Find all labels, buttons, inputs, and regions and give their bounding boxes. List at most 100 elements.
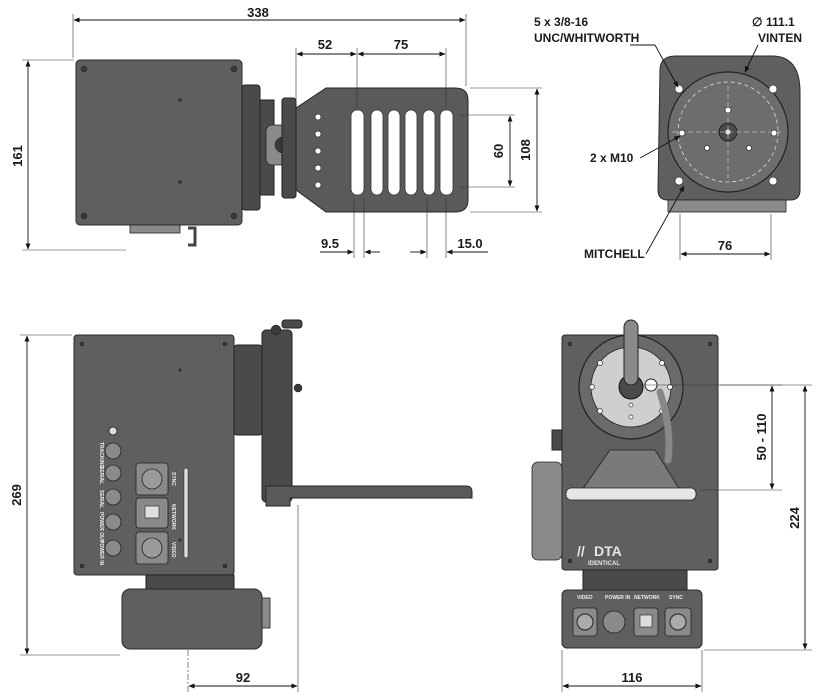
top-view-flange — [241, 84, 261, 211]
dim-338: 338 — [247, 5, 269, 20]
corner-screw — [80, 212, 88, 220]
label-video: VIDEO — [170, 542, 176, 558]
thread-hole — [768, 176, 778, 186]
label-serial: SERIAL — [98, 466, 104, 484]
callout-m10: 2 x M10 — [590, 151, 634, 165]
base-power-in-connector[interactable] — [602, 610, 626, 634]
top-view-dimensions: 338 52 75 161 60 108 9.5 15.0 — [10, 5, 542, 258]
m10-hole — [770, 129, 778, 137]
dim-75: 75 — [394, 37, 408, 52]
side-view-neck — [582, 569, 688, 591]
label-sync: SYNC — [170, 472, 176, 486]
front-view-dimensions: 269 92 — [9, 334, 299, 692]
thread-hole — [724, 106, 732, 114]
power-in-connector[interactable] — [104, 539, 122, 557]
front-view-bracket — [261, 329, 293, 503]
dim-15-0: 15.0 — [457, 236, 482, 251]
flange-view — [657, 55, 801, 213]
side-lever-arm — [623, 319, 639, 386]
label-serial2: SERIAL — [98, 490, 104, 508]
dim-9-5: 9.5 — [321, 236, 339, 251]
corner-screw — [222, 341, 228, 347]
callout-mitchell: MITCHELL — [584, 247, 645, 261]
corner-screw — [222, 563, 228, 569]
side-view-dimensions: 50 - 110 224 116 — [561, 384, 812, 692]
brand-sub: IDENTICAL — [588, 561, 620, 567]
top-view-body — [75, 59, 243, 226]
status-led — [108, 426, 118, 436]
small-screw — [178, 98, 182, 102]
callout-diameter: 111.1 — [766, 15, 795, 29]
front-view-neck — [145, 574, 235, 590]
plate-hole — [314, 164, 322, 172]
corner-screw — [79, 341, 85, 347]
m10-hole — [678, 129, 686, 137]
front-view: TRACKING SERIAL SERIAL POWER OUT POWER I… — [73, 319, 473, 650]
dim-161: 161 — [10, 145, 25, 167]
label-network: NETWORK — [170, 504, 176, 530]
pin-hole — [746, 145, 752, 151]
plate-hole — [314, 113, 322, 121]
side-view: // DTA IDENTICAL VIDEO POWER IN NETWORK … — [531, 319, 719, 649]
plate-bracket — [281, 97, 297, 199]
bottom-connector — [129, 224, 181, 234]
dim-116: 116 — [622, 670, 643, 685]
base-label-video: VIDEO — [577, 595, 593, 601]
plate-slot — [404, 109, 418, 196]
side-plate-edge — [565, 487, 697, 501]
label-tracking: TRACKING — [98, 442, 104, 468]
dim-60: 60 — [491, 144, 506, 158]
callout-thread-line1: 5 x 3/8-16 — [534, 15, 588, 29]
side-handle — [531, 461, 563, 561]
corner-screw — [79, 563, 85, 569]
front-view-base — [121, 588, 263, 650]
dim-76: 76 — [718, 238, 732, 253]
small-screw — [178, 180, 182, 184]
thread-hole — [674, 84, 684, 94]
dim-52: 52 — [318, 37, 332, 52]
plate-hole — [314, 130, 322, 138]
base-label-power-in: POWER IN — [605, 595, 631, 601]
corner-screw — [230, 65, 238, 73]
brand-logo-mark: // — [577, 543, 585, 559]
tracking-connector[interactable] — [104, 442, 122, 460]
flange-bottom-connectors — [667, 199, 787, 213]
base-label-network: NETWORK — [634, 595, 660, 601]
base-side-port — [261, 597, 271, 629]
thread-hole — [674, 176, 684, 186]
plate-slot — [387, 109, 401, 196]
dim-269: 269 — [9, 484, 24, 506]
top-view — [75, 59, 469, 247]
brand-name: DTA — [594, 543, 622, 559]
base-label-sync: SYNC — [669, 595, 683, 601]
diameter-symbol: ∅ — [752, 15, 762, 29]
front-view-plate — [265, 485, 473, 507]
handle-lever — [188, 226, 197, 247]
plate-slot — [422, 109, 436, 196]
plate-hole — [314, 181, 322, 189]
front-view-flange — [233, 344, 263, 436]
power-out-connector[interactable] — [104, 513, 122, 531]
flange-view-callouts: 5 x 3/8-16 UNC/WHITWORTH ∅ 111.1 VINTEN … — [534, 15, 802, 261]
label-power-in: POWER IN — [98, 540, 104, 566]
dim-224: 224 — [787, 506, 802, 528]
pin-hole — [704, 145, 710, 151]
plate-slot — [370, 109, 384, 196]
bracket-knob — [270, 324, 282, 336]
dim-108: 108 — [518, 139, 533, 161]
plate-hole — [314, 147, 322, 155]
plate-slot — [350, 109, 365, 196]
thread-hole — [768, 84, 778, 94]
callout-thread-line2: UNC/WHITWORTH — [534, 31, 639, 45]
serial2-connector[interactable] — [104, 488, 122, 506]
corner-screw — [230, 212, 238, 220]
light-strip — [183, 467, 189, 559]
corner-screw — [80, 65, 88, 73]
dim-92: 92 — [236, 670, 250, 685]
label-power-out: POWER OUT — [98, 512, 104, 543]
serial-connector[interactable] — [104, 464, 122, 482]
plate-slot — [439, 109, 454, 196]
dim-50-110: 50 - 110 — [754, 414, 769, 461]
callout-vinten: VINTEN — [758, 31, 802, 45]
